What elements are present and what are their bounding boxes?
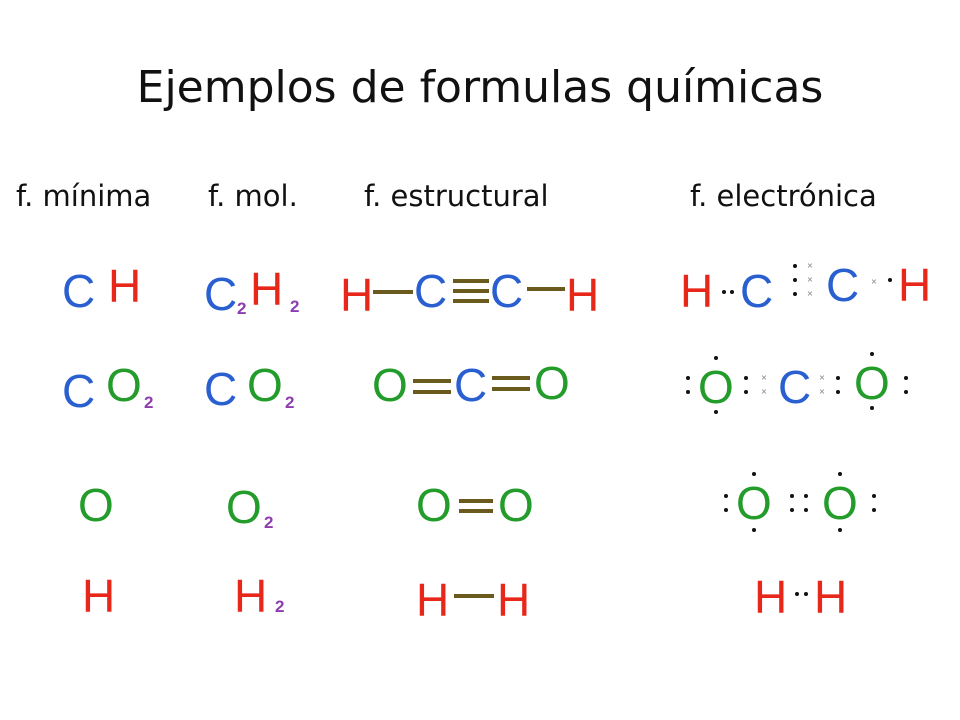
electron-dot bbox=[804, 508, 808, 512]
triple-bond-line bbox=[453, 299, 489, 303]
double-bond-line bbox=[492, 387, 530, 391]
single-bond bbox=[454, 594, 494, 598]
double-bond-line bbox=[459, 499, 493, 503]
electron-dot bbox=[730, 290, 734, 294]
triple-bond-line bbox=[453, 279, 489, 283]
header-structural-formula: f. estructural bbox=[364, 179, 549, 213]
page-title: Ejemplos de formulas químicas bbox=[136, 62, 824, 113]
electron-cross: × bbox=[818, 387, 826, 396]
electron-dot bbox=[686, 390, 690, 394]
atom-carbon: C bbox=[490, 265, 524, 317]
electron-cross: × bbox=[806, 261, 814, 270]
atom-hydrogen: H bbox=[250, 263, 284, 315]
electron-dot bbox=[804, 592, 808, 596]
electron-dot bbox=[904, 376, 908, 380]
electron-cross: × bbox=[760, 387, 768, 396]
electron-dot bbox=[870, 406, 874, 410]
header-electronic-formula: f. electrónica bbox=[690, 179, 877, 213]
electron-dot bbox=[744, 376, 748, 380]
subscript-2: 2 bbox=[237, 299, 247, 318]
electron-dot bbox=[793, 278, 797, 282]
atom-oxygen: O bbox=[372, 359, 408, 411]
subscript-2: 2 bbox=[275, 597, 285, 616]
atom-oxygen: O bbox=[822, 477, 858, 529]
atom-oxygen: O bbox=[416, 479, 452, 531]
double-bond-line bbox=[413, 390, 451, 394]
subscript-2: 2 bbox=[285, 393, 295, 412]
atom-hydrogen: H bbox=[234, 570, 268, 622]
atom-hydrogen: H bbox=[754, 571, 788, 623]
triple-bond-line bbox=[453, 289, 489, 293]
header-molecular-formula: f. mol. bbox=[208, 179, 298, 213]
atom-carbon: C bbox=[454, 359, 488, 411]
atom-oxygen: O bbox=[498, 479, 534, 531]
atom-hydrogen: H bbox=[814, 571, 848, 623]
electron-dot bbox=[722, 290, 726, 294]
double-bond-line bbox=[413, 379, 451, 383]
electron-cross: × bbox=[870, 277, 878, 286]
electron-dot bbox=[724, 494, 728, 498]
electron-dot bbox=[904, 390, 908, 394]
electron-dot bbox=[872, 508, 876, 512]
electron-dot bbox=[724, 508, 728, 512]
atom-hydrogen: H bbox=[82, 570, 116, 622]
electron-dot bbox=[752, 528, 756, 532]
electron-dot bbox=[790, 508, 794, 512]
electron-cross: × bbox=[806, 275, 814, 284]
subscript-2: 2 bbox=[290, 297, 300, 316]
electron-cross: × bbox=[818, 373, 826, 382]
atom-carbon: C bbox=[204, 268, 238, 320]
electron-dot bbox=[838, 528, 842, 532]
double-bond-line bbox=[459, 509, 493, 513]
atom-carbon: C bbox=[414, 265, 448, 317]
atom-hydrogen: H bbox=[680, 265, 714, 317]
subscript-2: 2 bbox=[264, 513, 274, 532]
atom-hydrogen: H bbox=[340, 269, 374, 321]
atom-carbon: C bbox=[826, 259, 860, 311]
electron-dot bbox=[714, 356, 718, 360]
electron-dot bbox=[686, 376, 690, 380]
atom-hydrogen: H bbox=[497, 574, 531, 626]
electron-cross: × bbox=[806, 289, 814, 298]
atom-carbon: C bbox=[62, 365, 96, 417]
electron-dot bbox=[714, 410, 718, 414]
atom-oxygen: O bbox=[106, 359, 142, 411]
atom-carbon: C bbox=[740, 265, 774, 317]
atom-hydrogen: H bbox=[108, 260, 142, 312]
subscript-2: 2 bbox=[144, 393, 154, 412]
electron-dot bbox=[795, 592, 799, 596]
electron-dot bbox=[836, 376, 840, 380]
electron-dot bbox=[752, 472, 756, 476]
atom-oxygen: O bbox=[534, 357, 570, 409]
header-minimal-formula: f. mínima bbox=[16, 179, 152, 213]
atom-hydrogen: H bbox=[416, 574, 450, 626]
electron-dot bbox=[836, 390, 840, 394]
atom-carbon: C bbox=[204, 363, 238, 415]
electron-cross: × bbox=[760, 373, 768, 382]
electron-dot bbox=[872, 494, 876, 498]
electron-dot bbox=[838, 472, 842, 476]
atom-carbon: C bbox=[62, 265, 96, 317]
double-bond-line bbox=[492, 376, 530, 380]
electron-dot bbox=[744, 390, 748, 394]
atom-oxygen: O bbox=[698, 361, 734, 413]
single-bond bbox=[373, 290, 413, 294]
atom-oxygen: O bbox=[226, 481, 262, 533]
atom-hydrogen: H bbox=[566, 269, 600, 321]
atom-oxygen: O bbox=[78, 479, 114, 531]
atom-oxygen: O bbox=[736, 477, 772, 529]
atom-oxygen: O bbox=[247, 359, 283, 411]
electron-dot bbox=[790, 494, 794, 498]
atom-oxygen: O bbox=[854, 357, 890, 409]
electron-dot bbox=[870, 352, 874, 356]
electron-dot bbox=[793, 264, 797, 268]
single-bond bbox=[527, 287, 565, 291]
electron-dot bbox=[888, 278, 892, 282]
electron-dot bbox=[793, 292, 797, 296]
atom-hydrogen: H bbox=[898, 259, 932, 311]
electron-dot bbox=[804, 494, 808, 498]
atom-carbon: C bbox=[778, 361, 812, 413]
